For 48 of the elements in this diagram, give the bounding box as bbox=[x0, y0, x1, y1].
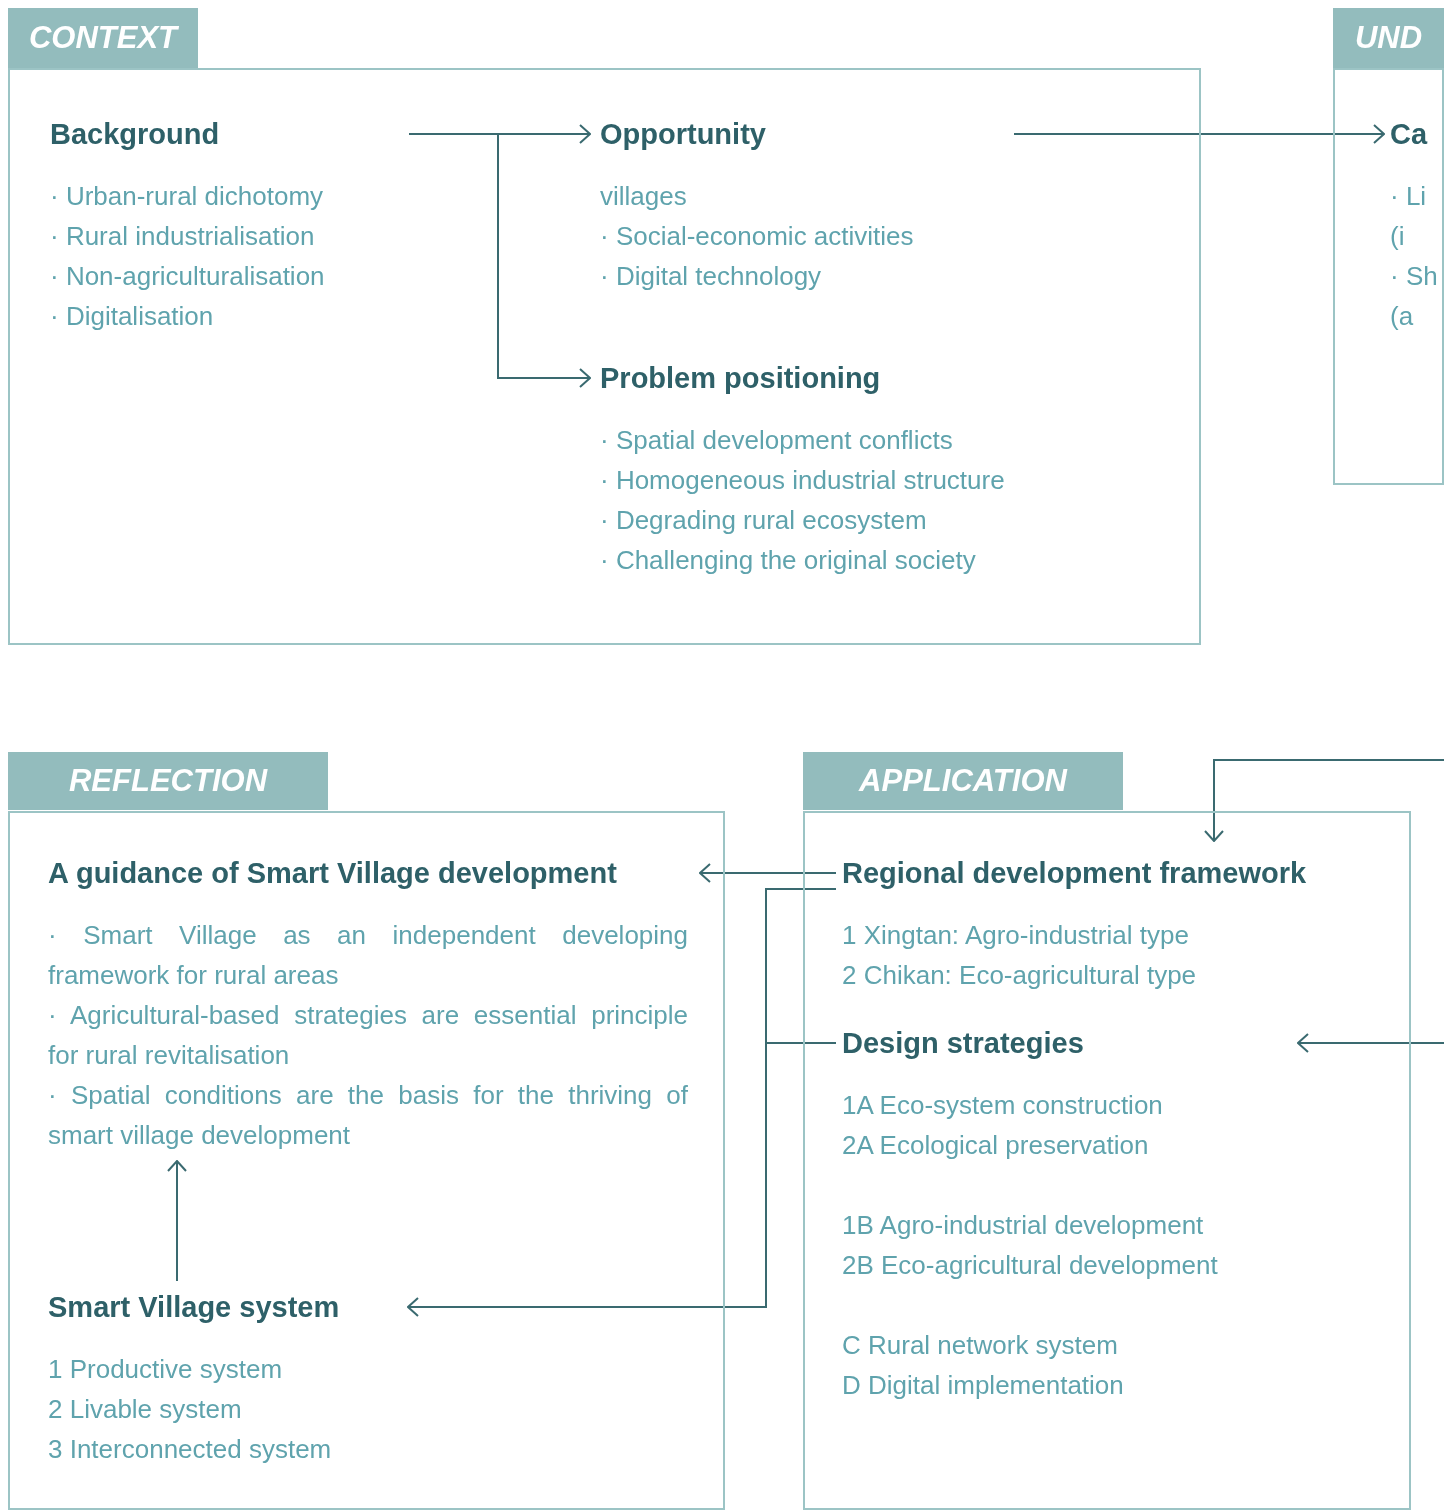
section-tab: UND bbox=[1333, 8, 1444, 68]
connector-arrow bbox=[407, 1042, 837, 1317]
section-heading: Opportunity bbox=[600, 117, 767, 152]
connector-arrow bbox=[408, 133, 591, 388]
section-heading: A guidance of Smart Village development bbox=[48, 856, 618, 891]
list-item: · Sh bbox=[1390, 260, 1439, 293]
list-item: · Spatial conditions are the basis for the thriving of smart village development bbox=[48, 1079, 688, 1152]
list-item: · Agricultural-based strategies are essential principle for rural revitalisation bbox=[48, 999, 688, 1072]
list-item: C Rural network system bbox=[842, 1329, 1119, 1362]
section-tab: APPLICATION bbox=[803, 752, 1123, 810]
list-item: · Digitalisation bbox=[50, 300, 215, 333]
section-heading: Smart Village system bbox=[48, 1290, 341, 1325]
section-heading: Design strategies bbox=[842, 1026, 1085, 1061]
list-item: 2 Livable system bbox=[48, 1393, 243, 1426]
list-item: (a bbox=[1390, 300, 1415, 333]
section-heading: Ca bbox=[1390, 117, 1429, 152]
list-item: 1A Eco-system construction bbox=[842, 1089, 1164, 1122]
list-item: 1 Productive system bbox=[48, 1353, 284, 1386]
connector-arrow bbox=[1013, 124, 1385, 144]
list-item: 2B Eco-agricultural development bbox=[842, 1249, 1219, 1282]
connector-arrow bbox=[167, 1160, 187, 1282]
list-item: · Digital technology bbox=[600, 260, 823, 293]
list-item: (i bbox=[1390, 220, 1406, 253]
list-item: · Li bbox=[1390, 180, 1428, 213]
list-item: 2 Chikan: Eco-agricultural type bbox=[842, 959, 1198, 992]
list-item: · Rural industrialisation bbox=[50, 220, 316, 253]
section-heading: Problem positioning bbox=[600, 361, 882, 396]
list-item: · Urban-rural dichotomy bbox=[50, 180, 325, 213]
list-item: 3 Interconnected system bbox=[48, 1433, 333, 1466]
list-item: · Homogeneous industrial structure bbox=[600, 464, 1006, 497]
connector-arrow bbox=[1204, 759, 1444, 842]
list-item: · Smart Village as an independent developing framework for rural areas bbox=[48, 919, 688, 992]
list-item: 2A Ecological preservation bbox=[842, 1129, 1150, 1162]
list-item: · Social-economic activities bbox=[600, 220, 915, 253]
connector-arrow bbox=[699, 863, 837, 883]
list-item: · Degrading rural ecosystem bbox=[600, 504, 928, 537]
connector-arrow bbox=[1297, 1033, 1444, 1053]
list-item: villages bbox=[600, 180, 688, 213]
list-item: 1 Xingtan: Agro-industrial type bbox=[842, 919, 1190, 952]
section-heading: Regional development framework bbox=[842, 856, 1308, 891]
list-item: · Spatial development conflicts bbox=[600, 424, 954, 457]
list-item: · Challenging the original society bbox=[600, 544, 977, 577]
section-tab: REFLECTION bbox=[8, 752, 328, 810]
list-item: · Non-agriculturalisation bbox=[50, 260, 326, 293]
list-item: D Digital implementation bbox=[842, 1369, 1125, 1402]
list-item: 1B Agro-industrial development bbox=[842, 1209, 1205, 1242]
section-heading: Background bbox=[50, 117, 221, 152]
section-tab: CONTEXT bbox=[8, 8, 198, 68]
